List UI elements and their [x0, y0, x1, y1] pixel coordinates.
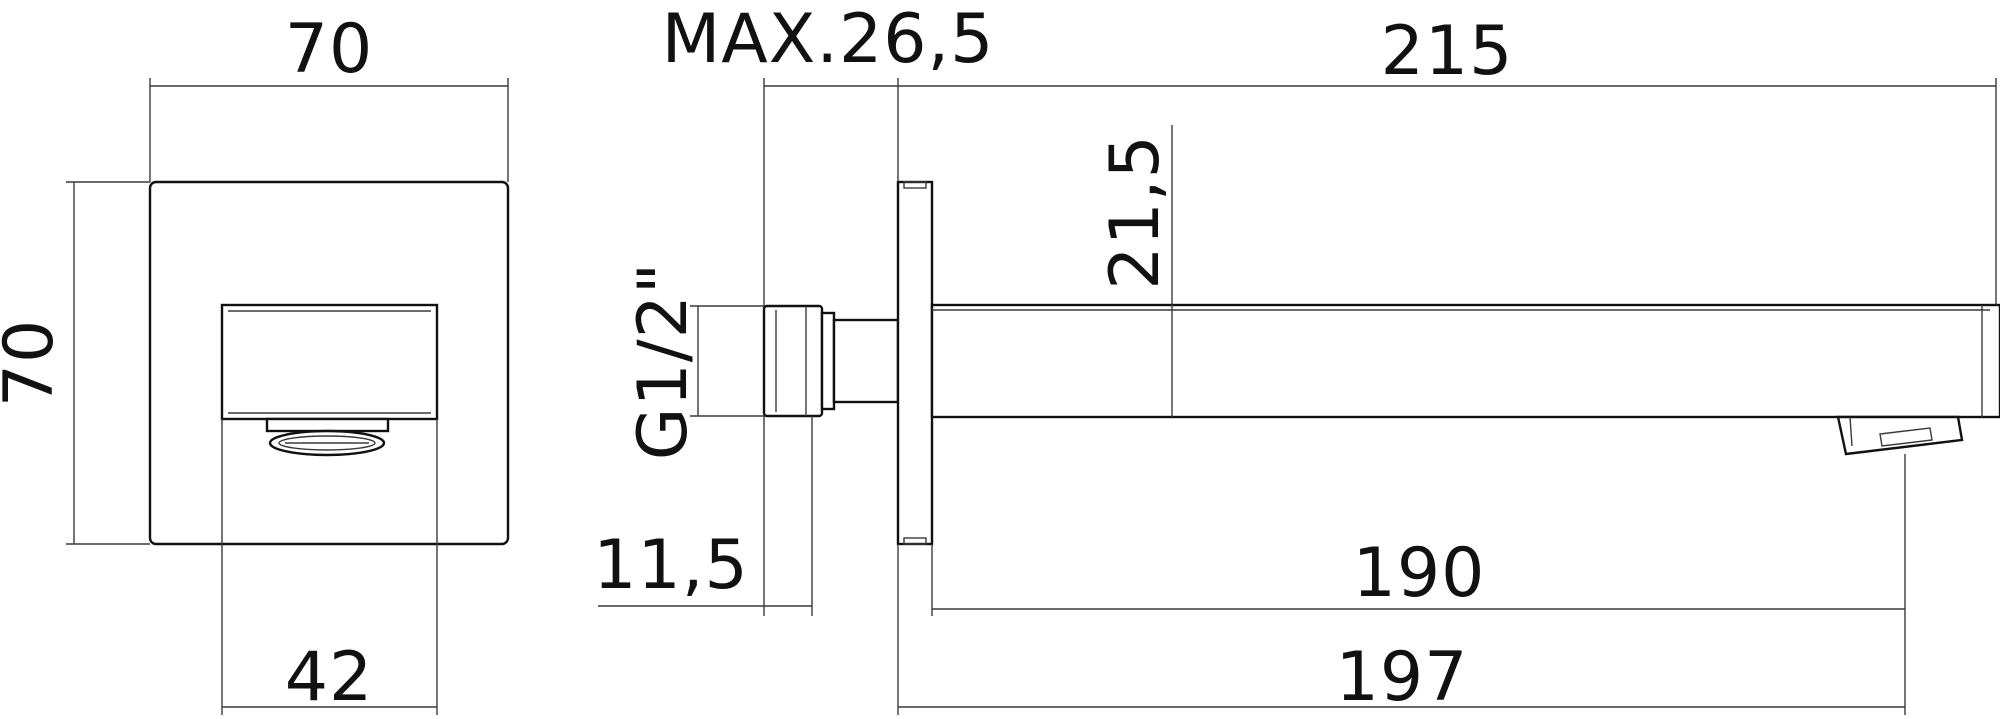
front-aerator-ring [265, 417, 390, 433]
dim-thread: G1/2" [624, 262, 703, 460]
dim-spout-height: 21,5 [1096, 134, 1175, 289]
dim-outlet-width: 42 [285, 638, 374, 717]
dim-overall-length: 215 [1381, 12, 1514, 91]
dim-front-height: 70 [0, 319, 69, 408]
dim-projection-length: 197 [1336, 638, 1469, 717]
front-spout-body [220, 303, 439, 421]
side-wall-flange [896, 180, 934, 546]
dim-wall-thickness-max: MAX.26,5 [662, 0, 995, 79]
dim-front-width: 70 [285, 10, 374, 89]
side-spout [930, 303, 2000, 419]
dim-thread-offset: 11,5 [593, 526, 748, 605]
side-view: MAX.26,5 215 G1/2" 11,5 21,5 190 197 [593, 0, 2000, 717]
front-view: 70 70 42 [0, 10, 510, 717]
side-outlet-nozzle [1836, 415, 1964, 456]
side-thread-connector [762, 304, 824, 418]
dim-outlet-distance: 190 [1353, 534, 1486, 613]
side-nut [832, 318, 900, 404]
